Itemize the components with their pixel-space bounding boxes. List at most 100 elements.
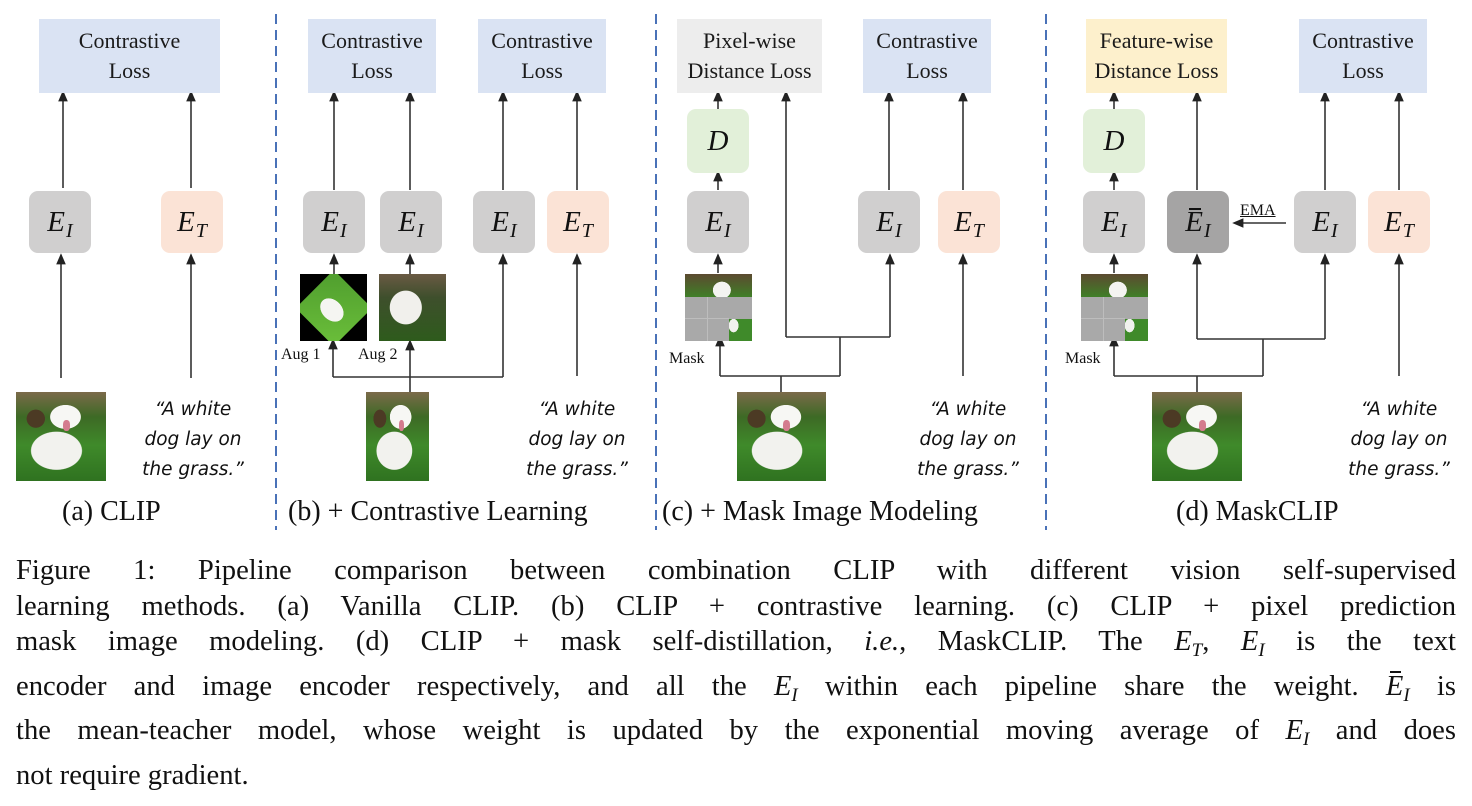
mask-label: Mask <box>669 350 705 367</box>
subcaption-d: (d) MaskCLIP <box>1176 496 1339 527</box>
math-E-I: EI <box>1285 715 1310 750</box>
encoder-symbol: E <box>705 205 724 238</box>
math-symbol-bar: E <box>1386 669 1403 705</box>
caption-line: learning methods. (a) Vanilla CLIP. (b) … <box>16 590 1456 622</box>
math-E-I: EI <box>1240 626 1265 661</box>
aug-2-label: Aug 2 <box>358 346 398 363</box>
masked-image <box>685 274 752 341</box>
encoder-subscript: I <box>1204 219 1211 242</box>
encoder-symbol: E <box>177 205 195 238</box>
encoder-subscript: T <box>195 219 207 242</box>
encoder-subscript: I <box>66 219 73 242</box>
augmented-image-1 <box>300 274 367 341</box>
pixel-distance-loss-box: Pixel-wise Distance Loss <box>677 19 822 93</box>
ie-abbrev: i.e. <box>864 626 900 657</box>
encoder-subscript: I <box>895 219 902 242</box>
math-E-T: ET <box>1174 626 1202 661</box>
encoder-subscript: I <box>340 219 347 242</box>
encoder-symbol: E <box>954 205 972 238</box>
mask-label: Mask <box>1065 350 1101 367</box>
encoder-subscript: T <box>972 219 984 242</box>
caption-text: encoder and image encoder respectively, … <box>16 670 774 702</box>
math-symbol: E <box>1285 715 1303 746</box>
caption-text: within each pipeline share the weight. <box>797 670 1386 702</box>
contrastive-loss-box: Contrastive Loss <box>863 19 991 93</box>
math-subscript: I <box>1302 729 1310 750</box>
math-symbol: E <box>1240 626 1259 657</box>
contrastive-loss-box: Contrastive Loss <box>39 19 220 93</box>
encoder-subscript: T <box>581 219 593 242</box>
encoder-subscript: T <box>1402 219 1414 242</box>
masked-image <box>1081 274 1148 341</box>
caption-text: is <box>1409 670 1456 702</box>
caption-text: , MaskCLIP. The <box>899 626 1175 657</box>
caption-text: mask image modeling. (d) CLIP + mask sel… <box>16 626 865 657</box>
caption-line: encoder and image encoder respectively, … <box>16 669 1456 714</box>
math-subscript: I <box>1258 640 1265 661</box>
caption-line: mask image modeling. (d) CLIP + mask sel… <box>16 624 1456 669</box>
decoder-symbol: D <box>1103 124 1125 157</box>
contrastive-loss-box: Contrastive Loss <box>1299 19 1427 93</box>
decoder: D <box>1083 109 1145 173</box>
dog-input-image <box>737 392 826 481</box>
contrastive-loss-box: Contrastive Loss <box>478 19 606 93</box>
text-input-caption: “A white dog lay on the grass.” <box>1348 399 1450 480</box>
text-input-caption: “A white dog lay on the grass.” <box>917 399 1019 480</box>
feature-distance-loss-box: Feature-wise Distance Loss <box>1086 19 1227 93</box>
text-input-caption: “A white dog lay on the grass.” <box>526 399 628 480</box>
math-symbol: E <box>773 670 792 702</box>
encoder-subscript: I <box>1120 219 1127 242</box>
caption-line: not require gradient. <box>16 759 249 791</box>
caption-line: Figure 1: Pipeline comparison between co… <box>16 555 1456 586</box>
text-input-caption: “A white dog lay on the grass.” <box>142 399 244 480</box>
math-subscript: I <box>1403 684 1410 706</box>
subcaption-b: (b) + Contrastive Learning <box>288 496 588 527</box>
caption-text: the mean-teacher model, whose weight is … <box>16 715 1286 746</box>
encoder-subscript: I <box>510 219 517 242</box>
contrastive-loss-box: Contrastive Loss <box>308 19 436 93</box>
caption-text: is the text <box>1264 626 1456 657</box>
encoder-symbol: E <box>321 205 340 238</box>
encoder-symbol-bar: E <box>1185 205 1204 238</box>
math-subscript: T <box>1191 640 1203 661</box>
encoder-symbol: E <box>1384 205 1402 238</box>
math-subscript: I <box>791 684 798 706</box>
encoder-symbol: E <box>876 205 895 238</box>
caption-text: , <box>1202 626 1241 657</box>
math-symbol: E <box>1174 626 1192 657</box>
encoder-symbol: E <box>398 205 417 238</box>
decoder: D <box>687 109 749 173</box>
ema-label: EMA <box>1240 202 1276 219</box>
subcaption-c: (c) + Mask Image Modeling <box>662 496 978 527</box>
dog-input-image <box>16 392 106 481</box>
subcaption-a: (a) CLIP <box>62 496 161 527</box>
decoder-symbol: D <box>707 124 729 157</box>
aug-1-label: Aug 1 <box>281 346 321 363</box>
encoder-symbol: E <box>47 205 66 238</box>
encoder-symbol: E <box>563 205 581 238</box>
encoder-subscript: I <box>724 219 731 242</box>
augmented-image-2 <box>379 274 446 341</box>
encoder-symbol: E <box>1312 205 1331 238</box>
encoder-symbol: E <box>1101 205 1120 238</box>
panel-dividers <box>275 14 1047 530</box>
caption-line: the mean-teacher model, whose weight is … <box>16 713 1456 758</box>
dog-input-image <box>1152 392 1242 481</box>
encoder-symbol: E <box>491 205 510 238</box>
figure-caption: Figure 1: Pipeline comparison between co… <box>16 553 1456 793</box>
diagram-connectors <box>56 14 1404 530</box>
math-E-I: EI <box>773 670 798 706</box>
math-E-bar-I: EI <box>1386 669 1410 706</box>
